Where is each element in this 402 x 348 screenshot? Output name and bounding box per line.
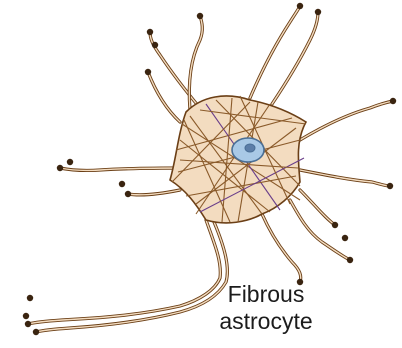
end-foot-8	[387, 183, 393, 189]
process-core-6	[300, 101, 393, 140]
end-foot-1	[147, 29, 153, 35]
end-foot-15	[125, 191, 131, 197]
label-line-2: astrocyte	[196, 308, 336, 335]
process-core-7	[300, 170, 390, 186]
end-foot-14	[67, 159, 73, 165]
end-foot-2	[145, 69, 151, 75]
process-outline-6	[300, 101, 393, 140]
end-foot-12	[342, 235, 348, 241]
end-foot-5	[297, 3, 303, 9]
process-core-5	[272, 12, 318, 104]
end-foot-6	[315, 9, 321, 15]
end-foot-3	[152, 42, 158, 48]
end-foot-7	[390, 98, 396, 104]
nucleus	[232, 138, 264, 162]
end-foot-4	[197, 13, 203, 19]
process-outline-4	[250, 6, 300, 98]
end-foot-17	[25, 321, 31, 327]
end-foot-18	[33, 329, 39, 335]
end-foot-19	[27, 295, 33, 301]
process-outline-5	[272, 12, 318, 104]
end-foot-10	[347, 257, 353, 263]
end-foot-11	[332, 222, 338, 228]
process-outline-2	[148, 72, 180, 122]
cell-label: Fibrous astrocyte	[196, 281, 336, 335]
label-line-1: Fibrous	[196, 281, 336, 308]
end-foot-20	[23, 313, 29, 319]
end-foot-13	[57, 165, 63, 171]
end-foot-16	[119, 181, 125, 187]
nucleolus	[245, 144, 255, 152]
